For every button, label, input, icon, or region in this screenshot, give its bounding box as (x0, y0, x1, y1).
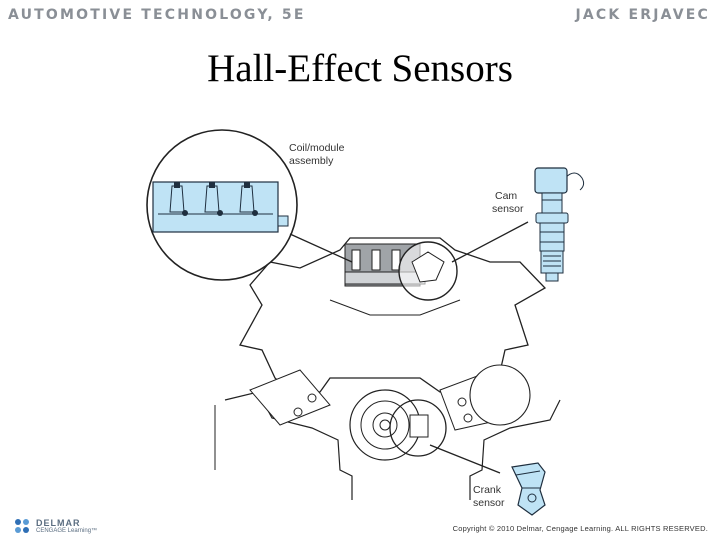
engine-coil-post-3 (391, 249, 401, 271)
cam-leader (451, 221, 529, 263)
right-bolt (457, 397, 467, 407)
crank-pulley-inner (372, 412, 398, 438)
author-name: JACK ERJAVEC (575, 7, 710, 23)
engine-valley-detail (329, 299, 461, 316)
logo-main-text: DELMAR (36, 517, 81, 528)
crank-sensor-label-line1: Crank (473, 484, 502, 496)
logo-sub-text: CENGAGE Learning™ (36, 527, 98, 534)
crank-sensor-highlight-circle (389, 399, 447, 457)
coil-module-leader (289, 233, 353, 263)
front-housing (469, 364, 531, 426)
coil-module-label-line2: assembly (289, 155, 334, 167)
left-cylinder-bank (249, 369, 331, 426)
slide-title: Hall-Effect Sensors (207, 47, 513, 90)
publisher-logo: DELMAR CENGAGE Learning™ (12, 516, 97, 536)
cam-sensor-label-line1: Cam (495, 190, 517, 202)
delmar-logo-icon (12, 516, 32, 536)
crank-sensor-small (409, 414, 429, 438)
cam-sensor-label-line2: sensor (492, 203, 524, 215)
engine-coil-post-2 (371, 249, 381, 271)
right-bolt-2 (463, 413, 473, 423)
cam-sensor-small (411, 251, 445, 283)
crank-sensor-detail (511, 462, 546, 516)
coil-module-assembly (152, 181, 289, 233)
cam-sensor-detail (534, 167, 585, 282)
left-bolt-2 (293, 407, 303, 417)
coil-module-label-line1: Coil/module (289, 142, 345, 154)
engine-coil-post-1 (351, 249, 361, 271)
left-bolt (307, 393, 317, 403)
book-title: AUTOMOTIVE TECHNOLOGY, 5E (8, 7, 306, 23)
copyright-text: Copyright © 2010 Delmar, Cengage Learnin… (452, 524, 708, 533)
crank-pulley-mid (360, 400, 410, 450)
crank-leader (429, 444, 501, 474)
crank-sensor-label-line2: sensor (473, 497, 505, 509)
